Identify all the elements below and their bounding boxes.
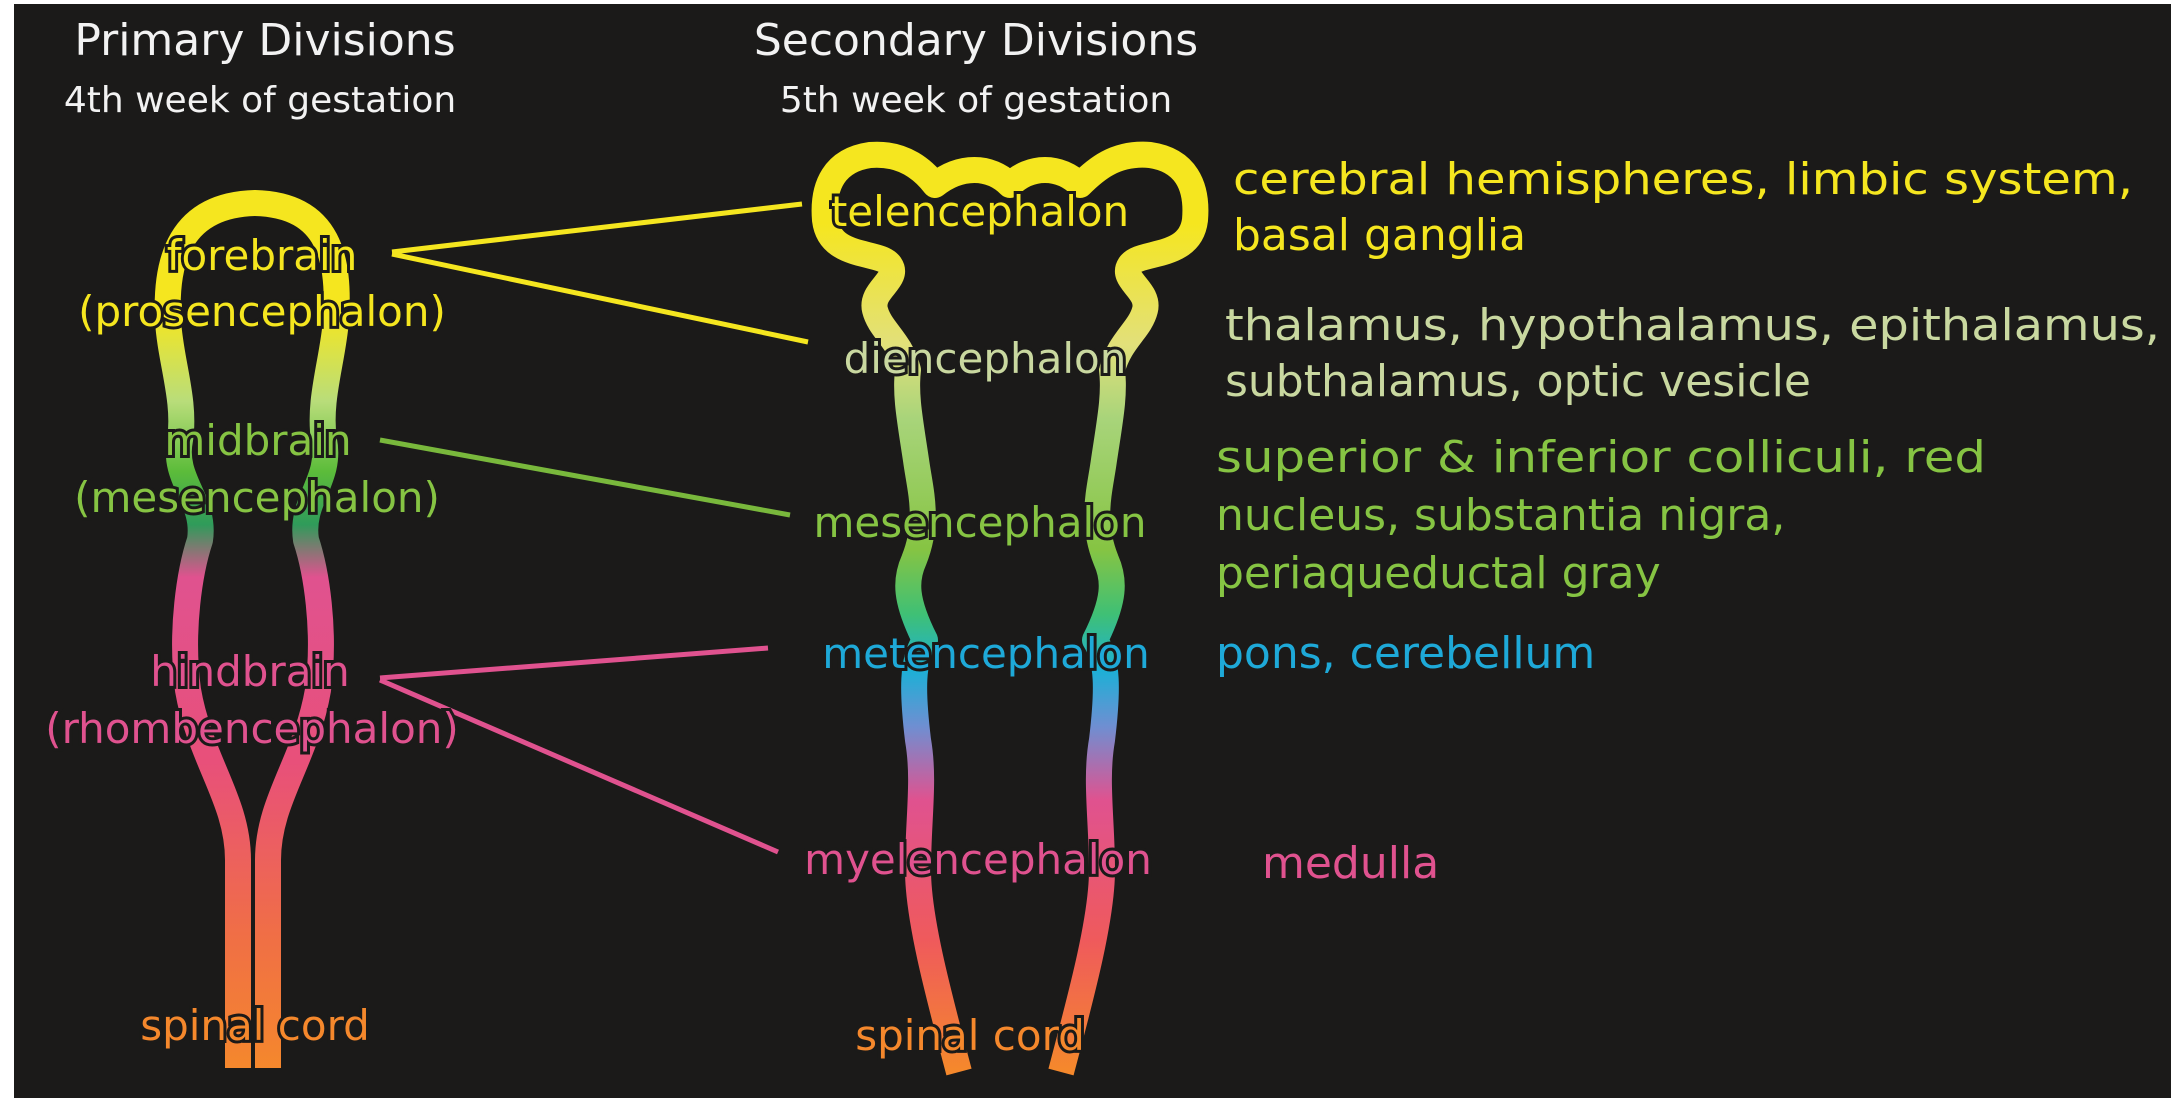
label-telencephalon: telencephalon	[831, 187, 1129, 236]
primary-title: Primary Divisions	[74, 15, 455, 66]
secondary-subtitle: 5th week of gestation	[780, 80, 1172, 121]
label-spinal-cord-primary: spinal cord	[140, 1001, 370, 1050]
secondary-title: Secondary Divisions	[754, 15, 1198, 66]
label-hindbrain: hindbrain	[150, 647, 350, 696]
label-spinal-cord-secondary: spinal cord	[855, 1011, 1085, 1060]
label-metencephalon: metencephalon	[822, 629, 1150, 678]
structures-diencephalon-line1: thalamus, hypothalamus, epithalamus,	[1225, 300, 2160, 351]
label-forebrain: forebrain	[167, 231, 358, 280]
structures-mesencephalon-line2: nucleus, substantia nigra,	[1216, 490, 1785, 541]
label-rhombencephalon: (rhombencephalon)	[45, 704, 459, 753]
label-prosencephalon: (prosencephalon)	[78, 287, 446, 336]
structures-diencephalon-line2: subthalamus, optic vesicle	[1225, 356, 1811, 407]
label-midbrain: midbrain	[164, 416, 351, 465]
label-myelencephalon: myelencephalon	[804, 835, 1152, 884]
structures-myelencephalon: medulla	[1262, 838, 1439, 889]
primary-subtitle: 4th week of gestation	[64, 80, 456, 121]
structures-telencephalon-line2: basal ganglia	[1233, 210, 1526, 261]
structures-mesencephalon-line1: superior & inferior colliculi, red	[1216, 432, 1986, 483]
label-mesencephalon-secondary: mesencephalon	[813, 498, 1146, 547]
top-strip	[14, 0, 2171, 4]
structures-metencephalon: pons, cerebellum	[1216, 628, 1595, 679]
structures-telencephalon-line1: cerebral hemispheres, limbic system,	[1233, 154, 2133, 205]
label-diencephalon: diencephalon	[844, 334, 1127, 383]
structures-mesencephalon-line3: periaqueductal gray	[1216, 548, 1661, 599]
label-mesencephalon-primary: (mesencephalon)	[74, 473, 440, 522]
